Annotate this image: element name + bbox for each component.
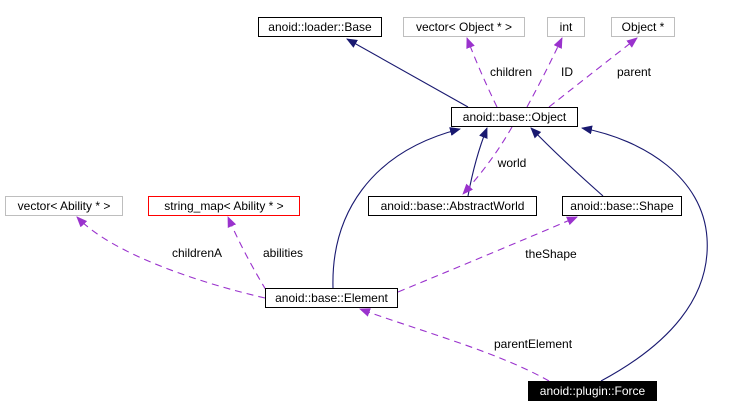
node-object-ptr: Object *: [611, 17, 675, 37]
edge-element-uses-stringmap: [227, 216, 267, 291]
edge-object-uses-int: [526, 37, 563, 108]
edge-label-children: children: [489, 65, 533, 79]
edge-label-childrena: childrenA: [171, 246, 223, 260]
node-vector-object-ptr: vector< Object * >: [403, 17, 525, 37]
node-anoid-base-abstractworld[interactable]: anoid::base::AbstractWorld: [368, 196, 537, 216]
node-anoid-loader-base[interactable]: anoid::loader::Base: [258, 17, 382, 37]
node-int: int: [547, 17, 585, 37]
edge-force-uses-element: [359, 308, 550, 382]
node-string-map-ability[interactable]: string_map< Ability * >: [148, 196, 300, 216]
edge-label-parentelement: parentElement: [493, 337, 573, 351]
edge-object-uses-abstractworld: [462, 126, 513, 195]
node-anoid-base-object[interactable]: anoid::base::Object: [451, 107, 578, 127]
edge-label-theshape: theShape: [525, 247, 577, 261]
edge-object-uses-object-ptr: [548, 37, 638, 108]
node-anoid-plugin-force: anoid::plugin::Force: [528, 381, 657, 401]
edge-object-inherits-loader-base: [346, 38, 469, 108]
edge-label-world: world: [497, 156, 527, 170]
edge-label-id: ID: [561, 65, 573, 79]
edge-element-uses-shape: [397, 216, 578, 293]
edge-object-uses-vector-object: [466, 37, 498, 108]
node-anoid-base-shape[interactable]: anoid::base::Shape: [562, 196, 682, 216]
node-anoid-base-element[interactable]: anoid::base::Element: [265, 288, 398, 308]
edge-label-parent: parent: [616, 65, 652, 79]
node-vector-ability-ptr: vector< Ability * >: [5, 196, 123, 216]
edge-label-abilities: abilities: [262, 246, 304, 260]
edge-shape-inherits-object: [530, 127, 604, 197]
edge-force-inherits-object: [581, 125, 708, 382]
edge-element-uses-vector-ability: [76, 216, 266, 299]
edge-abstractworld-inherits-object: [467, 127, 488, 197]
edge-element-inherits-object: [332, 127, 461, 289]
